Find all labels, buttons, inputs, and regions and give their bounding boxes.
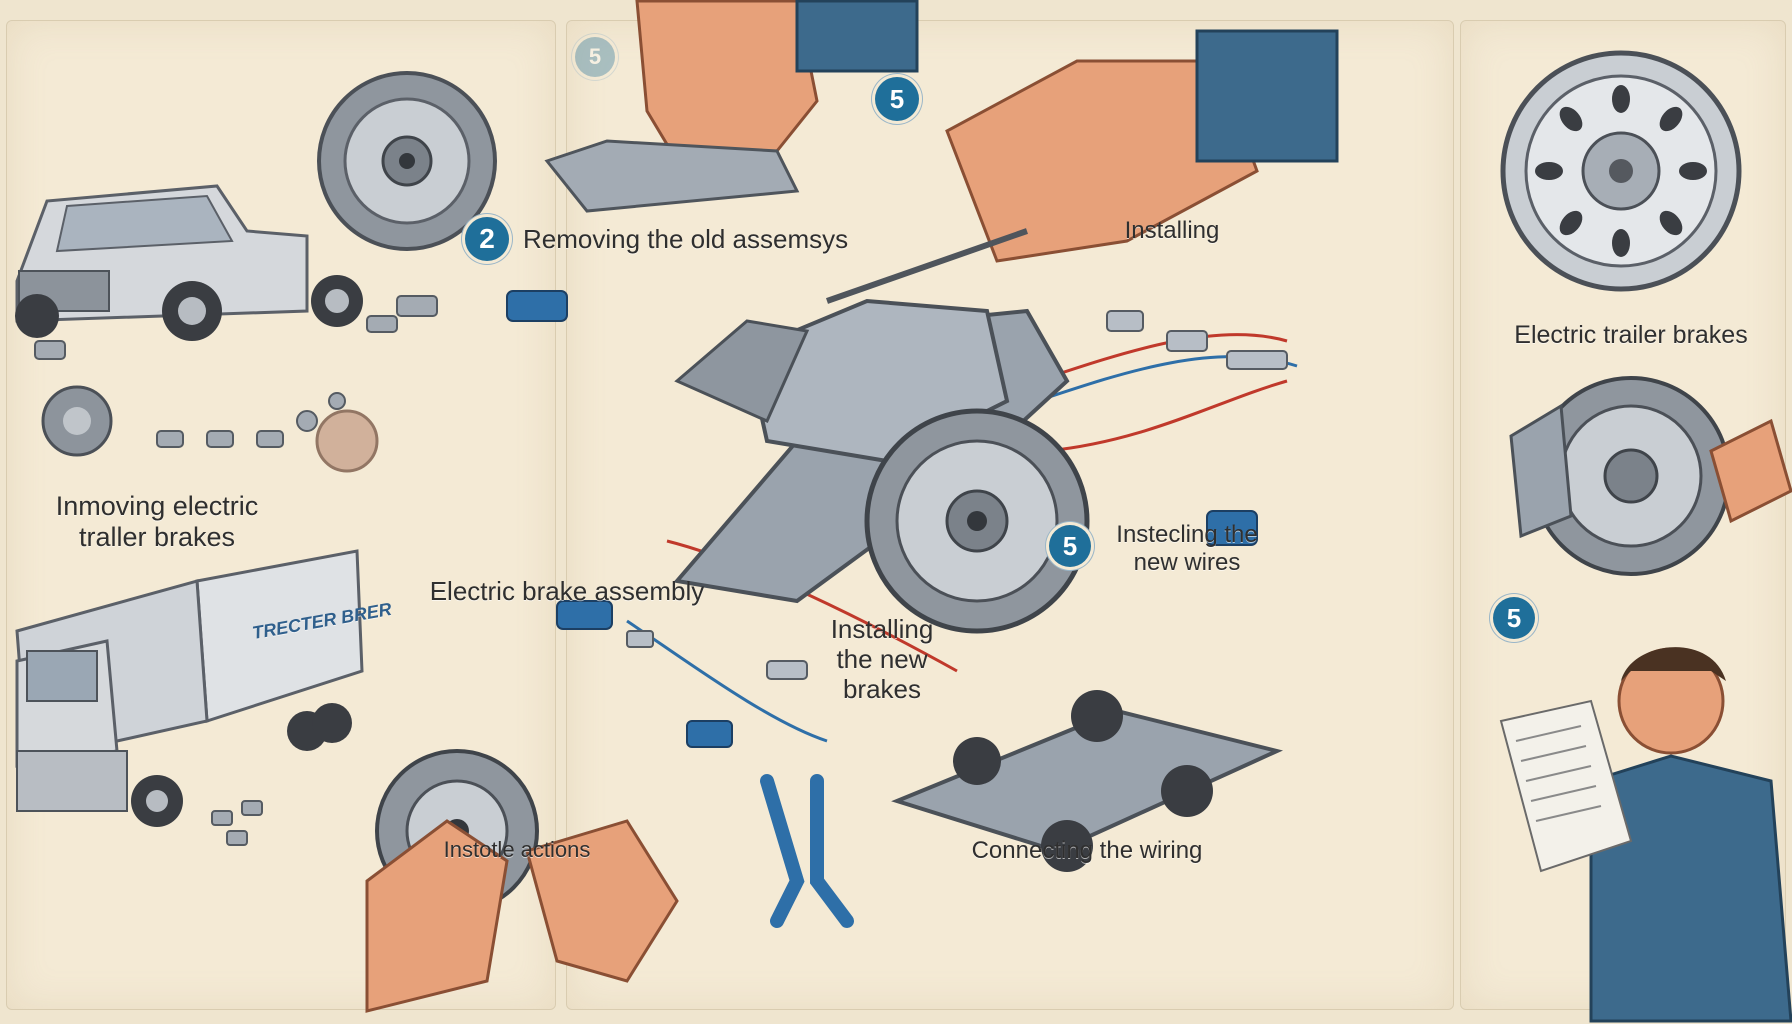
finished-brakes-illustration [1499,50,1792,1023]
step-badge-right: 5 [1493,597,1535,639]
panel-installing: 5 5 2 Removing the old assemsys Installi… [365,0,1454,1013]
caption-removing-brakes: Inmoving electric traller brakes [55,491,259,553]
step-badge-wires: 5 [1049,525,1091,567]
caption-electric-brake-assembly: Electric brake assembly [429,576,705,606]
caption-instotle-actions: Instotle actions [443,837,591,862]
caption-installing-new-wires: Instecling the new wires [1116,521,1258,576]
caption-removing-old-assembly: Removing the old assemsys [523,224,849,254]
step-badge-faded: 5 [575,37,615,77]
caption-installing-new-brakes: Installing the new brakes [830,614,934,704]
brake-assembly-illustration [365,0,1339,1013]
pickup-truck-illustration [15,71,497,846]
caption-connecting-wiring: Connecting the wiring [971,837,1203,864]
panel-finished: Electric trailer brakes 5 [1460,20,1792,1023]
panel-removing: Inmoving electric traller brakes TRECTER… [6,20,556,1010]
step-badge-top: 5 [875,77,919,121]
caption-installing: Installing [1124,217,1220,244]
caption-electric-trailer-brakes: Electric trailer brakes [1514,321,1748,349]
step-badge-2: 2 [465,217,509,261]
